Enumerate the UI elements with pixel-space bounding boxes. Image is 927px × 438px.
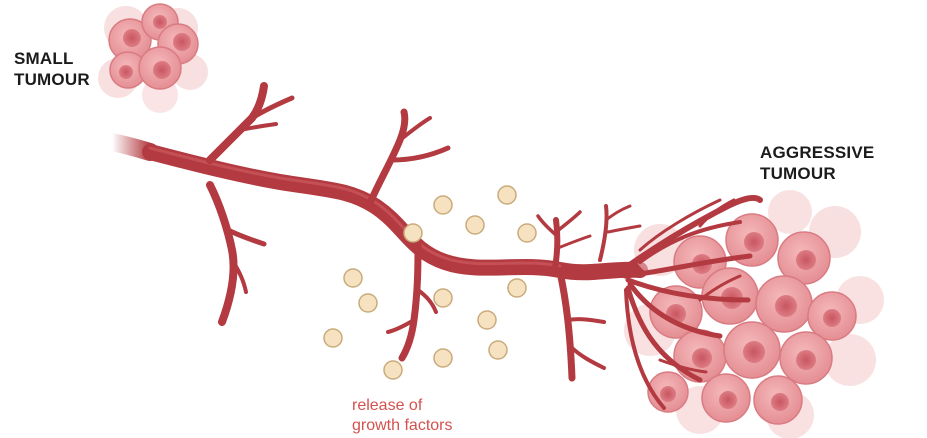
- growth-factor-particle-icon: [433, 348, 453, 368]
- small-tumour-label-line-1: SMALL: [14, 49, 74, 68]
- small-tumour-label-line-2: TUMOUR: [14, 70, 90, 89]
- aggressive-tumour-label-line-1: AGGRESSIVE: [760, 143, 875, 162]
- tumour-cell-cluster-icon: [98, 3, 208, 113]
- aggressive-tumour-label: AGGRESSIVE TUMOUR: [760, 142, 874, 184]
- growth-factor-particle-icon: [403, 223, 423, 243]
- blood-vessel: [103, 82, 648, 382]
- growth-factors-label: release of growth factors: [352, 396, 452, 436]
- growth-factor-particle-icon: [358, 293, 378, 313]
- growth-factor-particle-icon: [343, 268, 363, 288]
- growth-factor-particle-icon: [383, 360, 403, 380]
- growth-factor-particle-icon: [517, 223, 537, 243]
- growth-factor-particle-icon: [477, 310, 497, 330]
- growth-factor-particle-icon: [488, 340, 508, 360]
- growth-factors-label-line-1: release of: [352, 397, 423, 414]
- aggressive-tumour-label-line-2: TUMOUR: [760, 164, 836, 183]
- small-tumour: [98, 3, 208, 113]
- small-tumour-label: SMALL TUMOUR: [14, 48, 90, 90]
- growth-factors-label-line-2: growth factors: [352, 417, 453, 434]
- growth-factor-particle-icon: [497, 185, 517, 205]
- growth-factor-particle-icon: [465, 215, 485, 235]
- growth-factor-particle-icon: [507, 278, 527, 298]
- aggressive-tumour: [617, 190, 884, 438]
- tumour-vessels: [617, 194, 763, 410]
- growth-factor-particle-icon: [433, 195, 453, 215]
- growth-factor-particle-icon: [323, 328, 343, 348]
- growth-factor-particle-icon: [433, 288, 453, 308]
- growth-factors: [323, 185, 537, 380]
